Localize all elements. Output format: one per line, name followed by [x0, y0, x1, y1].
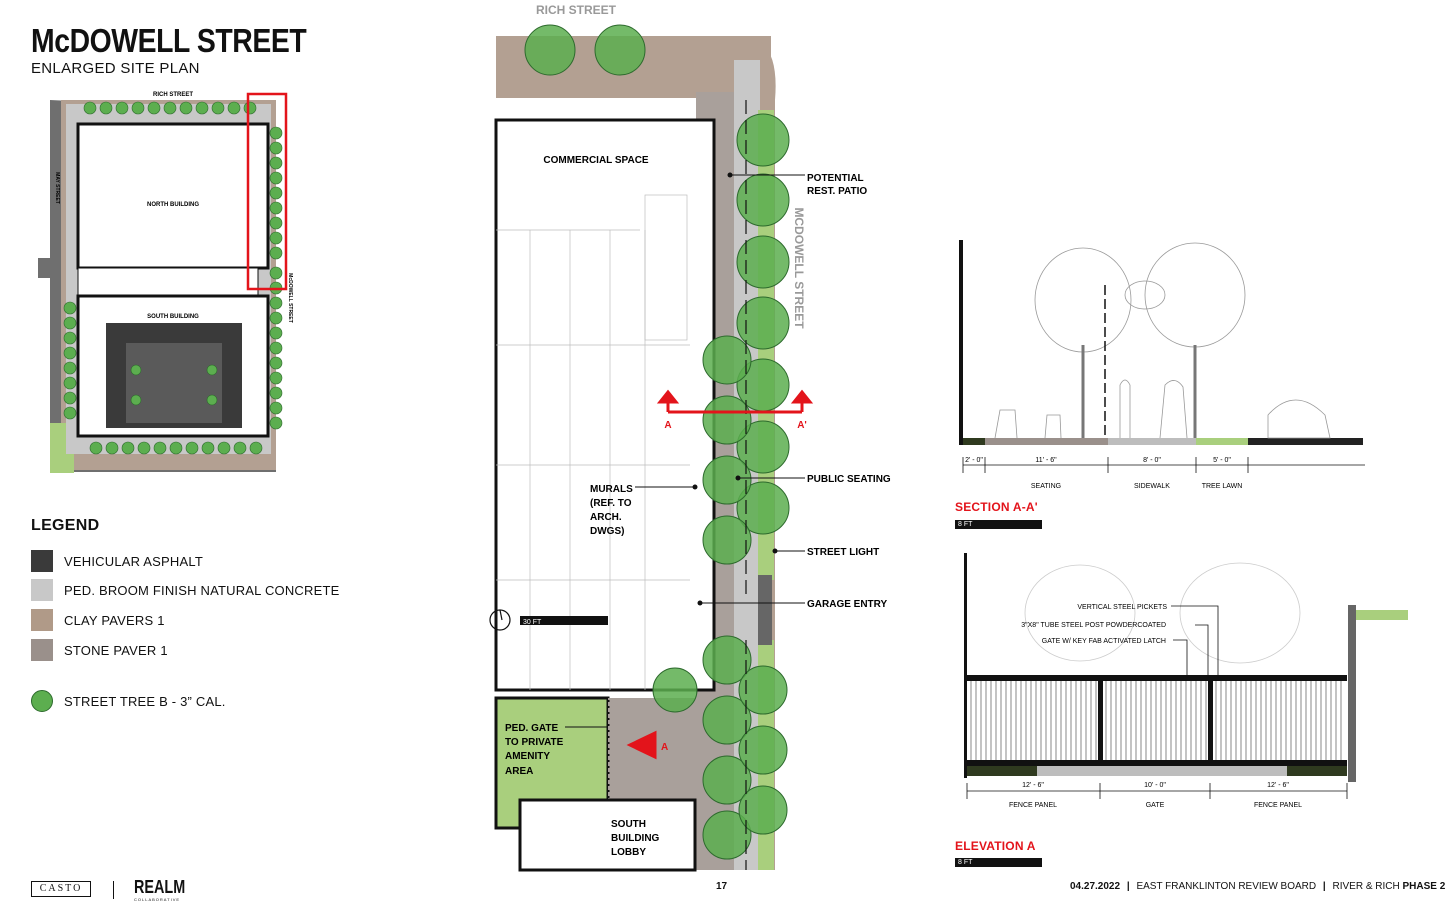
elevation-drawing: VERTICAL STEEL PICKETS 3"X8" TUBE STEEL … [964, 553, 1408, 809]
legend-swatch [31, 550, 53, 572]
keyplan-street-right: McDOWELL STREET [287, 273, 293, 323]
enlarged-site-plan: A A' A RICH STREET MCDOWELL STREET COMME… [489, 3, 891, 872]
fence-pickets [970, 681, 1342, 760]
elevation-note: 3"X8" TUBE STEEL POST POWDERCOATED [1021, 622, 1166, 629]
footer-project: RIVER & RICH [1332, 881, 1400, 892]
page-number: 17 [716, 881, 728, 892]
lobby-label-1: SOUTH [611, 819, 646, 830]
legend-label: VEHICULAR ASPHALT [64, 553, 203, 569]
key-plan: RICH STREET MAY STREET McDOWELL STREET N… [38, 92, 293, 473]
page-subtitle: ENLARGED SITE PLAN [31, 60, 200, 77]
patio-label-2: REST. PATIO [807, 186, 867, 197]
murals-label-4: DWGS) [590, 526, 624, 537]
legend-label: PED. BROOM FINISH NATURAL CONCRETE [64, 582, 340, 598]
footer-divider [113, 881, 114, 899]
legend-swatch [31, 639, 53, 661]
legend-title: LEGEND [31, 517, 100, 534]
legend-item: CLAY PAVERS 1 [31, 609, 165, 631]
elevation-zone: GATE [1146, 802, 1165, 809]
murals-label-1: MURALS [590, 484, 633, 495]
legend-label: STONE PAVER 1 [64, 642, 168, 658]
realm-logo-sub: COLLABORATIVE [134, 897, 181, 902]
elevation-marker-a: A [661, 742, 668, 753]
section-marker-a-prime: A' [797, 420, 807, 431]
ped-gate-label-4: AREA [505, 766, 533, 777]
elevation-zone: FENCE PANEL [1009, 802, 1057, 809]
footer-info: 04.27.2022 | EAST FRANKLINTON REVIEW BOA… [1070, 881, 1445, 892]
elevation-dim: 10' - 0" [1144, 782, 1166, 789]
murals-label-2: (REF. TO [590, 498, 632, 509]
legend-item: VEHICULAR ASPHALT [31, 550, 203, 572]
legend-item: STONE PAVER 1 [31, 639, 168, 661]
patio-label-1: POTENTIAL [807, 173, 864, 184]
section-zone: SEATING [1031, 483, 1061, 490]
elevation-title: ELEVATION A [955, 839, 1036, 853]
footer-board: EAST FRANKLINTON REVIEW BOARD [1136, 881, 1317, 892]
plan-scale-label: 30 FT [523, 619, 542, 626]
section-dim: 8' - 0" [1143, 457, 1161, 464]
casto-logo: CASTO [31, 881, 91, 897]
section-dim: 5' - 0" [1213, 457, 1231, 464]
legend-item: PED. BROOM FINISH NATURAL CONCRETE [31, 579, 340, 601]
legend-tree-swatch [31, 690, 53, 712]
legend-item: STREET TREE B - 3” CAL. [31, 690, 226, 712]
plan-street-top: RICH STREET [536, 3, 617, 17]
street-light-label: STREET LIGHT [807, 547, 879, 558]
section-marker-a: A [664, 420, 671, 431]
plan-street-side: MCDOWELL STREET [792, 207, 806, 329]
page-title: McDOWELL STREET [31, 22, 307, 59]
elevation-dim: 12' - 6" [1267, 782, 1289, 789]
section-scale: 8 FT [955, 520, 1042, 529]
elevation-note: GATE W/ KEY FAB ACTIVATED LATCH [1042, 638, 1166, 645]
keyplan-street-left: MAY STREET [54, 172, 60, 204]
lobby-label-3: LOBBY [611, 847, 646, 858]
legend-label: STREET TREE B - 3” CAL. [64, 693, 226, 709]
keyplan-north-building: NORTH BUILDING [147, 202, 199, 208]
public-seating-label: PUBLIC SEATING [807, 474, 891, 485]
ped-gate-label-3: AMENITY [505, 751, 550, 762]
murals-label-3: ARCH. [590, 512, 622, 523]
garage-entry-label: GARAGE ENTRY [807, 599, 888, 610]
section-zone: TREE LAWN [1202, 483, 1243, 490]
elevation-scale: 8 FT [955, 858, 1042, 867]
elevation-dim: 12' - 6" [1022, 782, 1044, 789]
section-dim: 2' - 0" [965, 457, 983, 464]
legend-label: CLAY PAVERS 1 [64, 612, 165, 628]
ped-gate-label-2: TO PRIVATE [505, 737, 564, 748]
ped-gate-label-1: PED. GATE [505, 723, 558, 734]
section-title: SECTION A-A' [955, 500, 1038, 514]
keyplan-street-top: RICH STREET [153, 92, 193, 98]
keyplan-south-building: SOUTH BUILDING [147, 314, 199, 320]
section-drawing: 2' - 0" 11' - 6" 8' - 0" 5' - 0" SEATING… [959, 240, 1365, 490]
elevation-zone: FENCE PANEL [1254, 802, 1302, 809]
realm-logo: REALM [134, 877, 186, 897]
commercial-space-label: COMMERCIAL SPACE [543, 155, 649, 166]
footer-phase: PHASE 2 [1402, 881, 1445, 892]
legend-swatch [31, 579, 53, 601]
footer-date: 04.27.2022 [1070, 881, 1121, 892]
legend-swatch [31, 609, 53, 631]
key-plan-highlight [246, 92, 288, 291]
section-dim: 11' - 6" [1035, 457, 1057, 464]
section-zone: SIDEWALK [1134, 483, 1170, 490]
elevation-note: VERTICAL STEEL PICKETS [1077, 604, 1167, 611]
lobby-label-2: BUILDING [611, 833, 660, 844]
